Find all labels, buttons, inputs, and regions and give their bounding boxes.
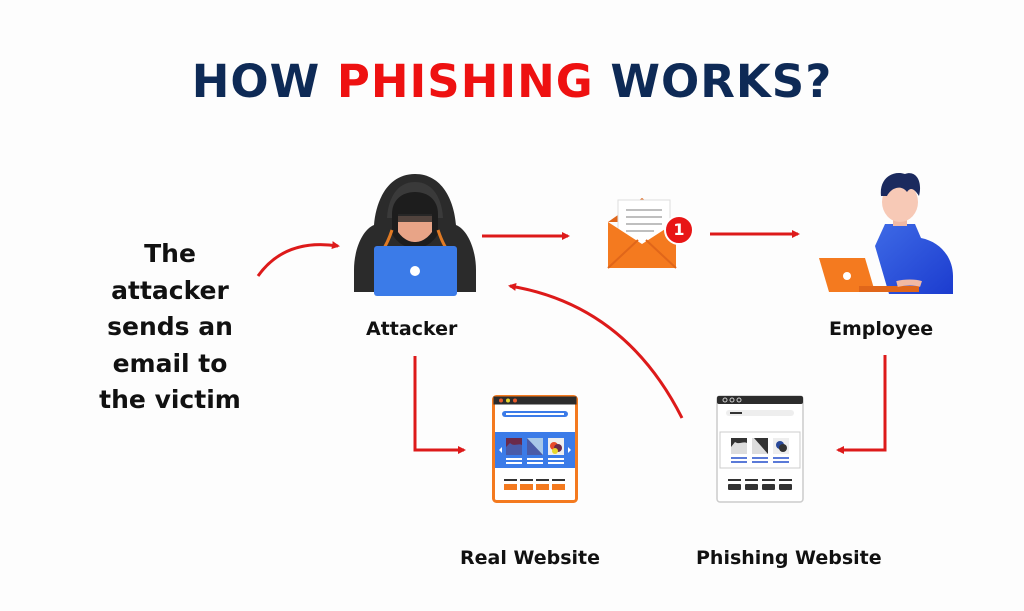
side-line: The (144, 239, 196, 268)
arrow-text-to-attacker (256, 241, 340, 277)
side-line: attacker (111, 275, 229, 305)
arrow-phishing-website-to-attacker (508, 283, 684, 419)
side-line: the victim (99, 385, 241, 414)
page-title: HOW PHISHING WORKS? (0, 55, 1024, 108)
side-description: The attacker sends an email to the victi… (70, 236, 270, 419)
attacker-label: Attacker (366, 318, 458, 340)
real-website-icon (492, 395, 578, 503)
side-line: email to (112, 348, 228, 378)
notification-count: 1 (673, 220, 685, 239)
title-part-1: HOW (191, 55, 337, 108)
hacker-icon (354, 174, 476, 296)
notification-badge: 1 (664, 215, 694, 245)
title-highlight: PHISHING (336, 55, 594, 108)
side-line: sends an (107, 312, 233, 341)
title-part-2: WORKS? (593, 55, 833, 108)
phishing-website-label: Phishing Website (696, 547, 882, 569)
arrow-employee-to-phishing-website (836, 355, 887, 454)
employee-icon (819, 172, 953, 294)
real-website-label: Real Website (460, 547, 601, 569)
arrow-attacker-to-real-website (413, 356, 466, 454)
phishing-website-icon (716, 395, 804, 503)
email-envelope-icon (607, 198, 677, 269)
employee-label: Employee (829, 318, 934, 340)
